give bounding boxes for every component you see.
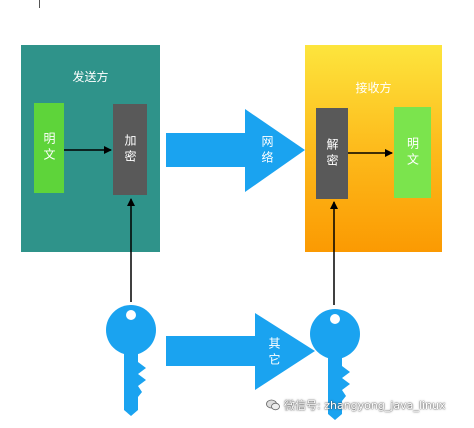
sender-title: 发送方 (72, 70, 109, 84)
encrypt-label: 加密 (123, 133, 137, 166)
sender-plaintext-label: 明文 (42, 132, 56, 164)
sender-plaintext-box: 明文 (34, 103, 64, 193)
other-channel-label: 其它 (267, 337, 281, 369)
wechat-icon (266, 399, 280, 411)
top-edge-line (39, 0, 40, 8)
receiver-title: 接收方 (355, 81, 392, 95)
network-arrow (166, 109, 305, 192)
decrypt-label: 解密 (325, 137, 339, 170)
watermark: 微信号: zhangyong_java_linux (266, 397, 445, 413)
other-label-box: 其它 (262, 334, 286, 372)
receiver-plaintext-label: 明文 (405, 136, 420, 169)
key-icon (106, 305, 156, 416)
other-channel-arrow (166, 313, 315, 390)
network-label-box: 网络 (255, 132, 279, 170)
encrypt-box: 加密 (113, 104, 147, 195)
receiver-plaintext-box: 明文 (394, 107, 431, 198)
decrypt-box: 解密 (316, 108, 348, 199)
watermark-text: 微信号: zhangyong_java_linux (284, 399, 446, 412)
key-icon (310, 309, 360, 420)
network-label: 网络 (260, 135, 274, 167)
